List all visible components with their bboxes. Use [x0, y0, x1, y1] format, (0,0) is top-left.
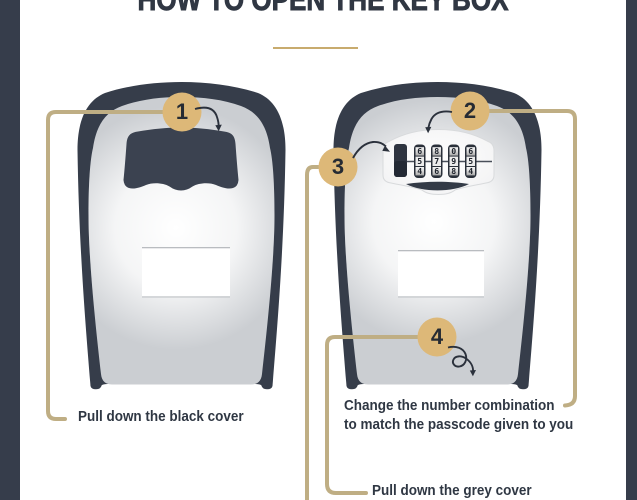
title-divider — [273, 47, 358, 49]
keybox-left-label-topline — [142, 247, 230, 249]
step4-circle — [417, 317, 457, 357]
dial2-top-digit: 8 — [434, 146, 439, 156]
dial-4: 6 5 4 — [465, 144, 477, 178]
step4-number: 4 — [430, 324, 444, 349]
dial3-top-digit: 0 — [451, 146, 456, 156]
combination-dials: 6 5 4 8 7 6 0 — [414, 144, 477, 178]
keybox-right-open: 6 5 4 8 7 6 0 — [333, 82, 542, 390]
dial4-top-digit: 6 — [468, 146, 473, 156]
arrow-step1 — [194, 106, 220, 128]
dial-lever-lower — [394, 161, 407, 177]
caption-step4: Pull down the grey cover — [372, 483, 532, 499]
step2-circle — [450, 91, 490, 131]
arrow-step3-head — [382, 145, 390, 152]
connector-lines — [46, 109, 577, 500]
arrow-step2 — [427, 110, 453, 130]
arrow-step2-head — [425, 126, 432, 134]
page-title: HOW TO OPEN THE KEY BOX — [68, 0, 577, 18]
dial-2: 8 7 6 — [431, 144, 443, 178]
connector-step2 — [488, 109, 577, 408]
dial-1: 6 5 4 — [414, 144, 426, 178]
connector-step4 — [325, 335, 419, 495]
step2-number: 2 — [463, 98, 477, 123]
dial1-bottom-digit: 4 — [417, 166, 422, 176]
step3-number: 3 — [331, 154, 345, 179]
step1-number: 1 — [175, 99, 189, 124]
arrow-step3 — [352, 141, 387, 159]
keybox-right-label-shadow — [398, 296, 484, 298]
keybox-left-black-cover — [123, 127, 239, 191]
arrows — [194, 106, 476, 377]
left-side-bar — [0, 0, 20, 500]
dial2-bottom-digit: 6 — [434, 166, 439, 176]
dial-panel-shadow — [406, 181, 469, 191]
right-side-bar — [626, 0, 637, 500]
connector-step3 — [305, 165, 320, 500]
dial2-mid-digit: 7 — [434, 156, 439, 166]
connector-step1 — [46, 110, 165, 421]
dial4-bottom-digit: 4 — [468, 166, 473, 176]
keybox-right-label — [398, 250, 484, 296]
step3-circle — [318, 147, 358, 187]
dial1-mid-digit: 5 — [417, 156, 422, 166]
keybox-left-label — [142, 247, 230, 296]
arrow-step1-head — [215, 124, 222, 132]
keybox-left-label-shadow — [142, 296, 230, 298]
arrow-step4-head — [469, 370, 476, 377]
dial1-top-digit: 6 — [417, 146, 422, 156]
keybox-left-closed — [77, 82, 286, 390]
caption-step2-line2: to match the passcode given to you — [344, 417, 574, 433]
arrow-step4-swirl — [447, 345, 474, 373]
dial3-mid-digit: 9 — [451, 156, 456, 166]
caption-step2: Change the number combination to match th… — [344, 397, 573, 435]
step1-circle — [162, 92, 202, 132]
caption-step2-line1: Change the number combination — [344, 398, 555, 414]
dial4-mid-digit: 5 — [468, 156, 473, 166]
step-circles — [162, 91, 490, 357]
keybox-right-label-topline — [398, 250, 484, 252]
dial3-bottom-digit: 8 — [451, 166, 456, 176]
caption-step1: Pull down the black cover — [78, 409, 244, 425]
dial-3: 0 9 8 — [448, 144, 460, 178]
